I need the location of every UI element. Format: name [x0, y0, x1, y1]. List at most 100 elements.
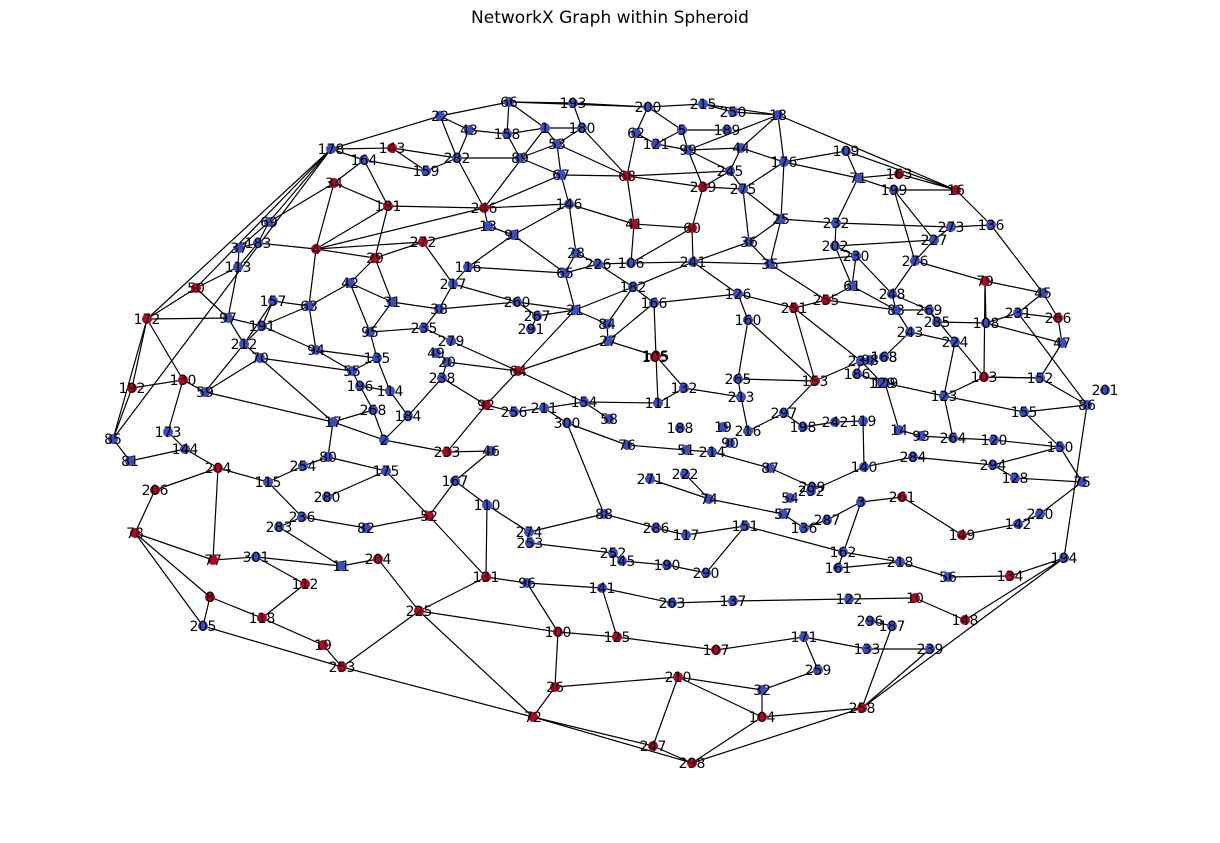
node-label: 275	[730, 182, 757, 198]
node-label: 136	[978, 218, 1005, 234]
graph-edge	[761, 707, 863, 718]
node-marker	[785, 493, 795, 503]
graph-edge	[438, 301, 518, 310]
node-marker	[736, 392, 746, 402]
graph-edge	[985, 322, 1063, 344]
graph-edge	[308, 282, 351, 307]
node-marker	[525, 538, 535, 548]
graph-node: 144	[172, 442, 199, 458]
node-marker	[1038, 288, 1048, 298]
graph-edge	[912, 456, 994, 466]
graph-edge	[671, 600, 734, 604]
graph-node: 78	[126, 526, 144, 542]
graph-edge	[848, 597, 916, 600]
node-label: 49	[427, 346, 445, 362]
graph-edge	[837, 561, 901, 569]
graph-edge	[526, 582, 559, 633]
node-label: 80	[319, 450, 337, 466]
node-label: 258	[849, 701, 876, 717]
node-marker	[326, 144, 336, 154]
node-label: 193	[560, 96, 587, 112]
graph-edge	[333, 159, 365, 184]
graph-edge	[860, 360, 883, 384]
graph-edge	[742, 188, 750, 243]
graph-node: 21	[566, 303, 584, 319]
node-label: 198	[790, 420, 817, 436]
node-marker	[379, 435, 389, 445]
node-label: 76	[618, 438, 636, 454]
node-marker	[304, 301, 314, 311]
node-label: 144	[172, 442, 199, 458]
graph-node: 217	[440, 277, 467, 293]
node-label: 245	[717, 164, 744, 180]
graph-node: 242	[822, 415, 849, 431]
graph-edge	[597, 262, 632, 265]
graph-node: 22	[431, 109, 449, 125]
graph-node: 250	[720, 105, 747, 121]
graph-edge	[677, 676, 763, 718]
graph-node: 213	[728, 390, 755, 406]
graph-node: 31	[383, 295, 401, 311]
graph-edge	[780, 161, 785, 220]
graph-edge	[626, 444, 687, 451]
graph-node: 236	[289, 510, 316, 526]
node-marker	[1019, 407, 1029, 417]
graph-node: 45	[1034, 286, 1052, 302]
graph-node: 279	[438, 334, 465, 350]
graph-node: 83	[887, 303, 905, 319]
graph-edge	[677, 676, 763, 691]
node-label: 132	[671, 381, 698, 397]
graph-edge	[374, 205, 389, 259]
graph-edge	[761, 669, 819, 691]
node-marker	[552, 139, 562, 149]
node-marker	[943, 572, 953, 582]
graph-node: 193	[560, 96, 587, 112]
graph-edge	[737, 319, 749, 380]
graph-edge	[1017, 292, 1044, 314]
node-label: 235	[411, 321, 438, 337]
graph-node: 51	[677, 443, 695, 459]
node-label: 126	[725, 287, 752, 303]
graph-edge	[267, 465, 304, 483]
graph-edge	[330, 115, 441, 150]
graph-edge	[359, 385, 391, 392]
node-label: 141	[589, 581, 616, 597]
graph-node: 212	[231, 337, 258, 353]
graph-node: 274	[516, 525, 543, 541]
graph-node: 41	[625, 217, 643, 233]
node-label: 121	[643, 137, 670, 153]
graph-node: 191	[249, 319, 276, 335]
node-marker	[897, 492, 907, 502]
node-label: 272	[410, 235, 437, 251]
graph-edge	[268, 148, 332, 223]
graph-node: 202	[822, 239, 849, 255]
node-label: 255	[813, 293, 840, 309]
graph-edge	[655, 143, 689, 151]
graph-node: 54	[781, 491, 799, 507]
node-label: 181	[375, 199, 402, 215]
node-label: 225	[406, 604, 433, 620]
graph-edge	[606, 286, 634, 325]
graph-node: 136	[791, 521, 818, 537]
graph-node: 261	[889, 490, 916, 506]
graph-node: 194	[1051, 551, 1078, 567]
node-marker	[328, 417, 338, 427]
graph-node: 201	[1092, 383, 1119, 399]
node-label: 153	[802, 374, 829, 390]
node-marker	[1035, 373, 1045, 383]
graph-edge	[532, 716, 693, 764]
node-label: 250	[720, 105, 747, 121]
graph-node: 82	[357, 521, 375, 537]
node-marker	[450, 476, 460, 486]
graph-node: 108	[973, 316, 1000, 332]
graph-edge	[554, 676, 679, 688]
node-marker	[502, 129, 512, 139]
node-marker	[675, 423, 685, 433]
graph-edge	[261, 325, 317, 351]
node-label: 287	[814, 513, 841, 529]
node-marker	[532, 311, 542, 321]
graph-edge	[597, 263, 634, 288]
graph-edge	[261, 583, 306, 619]
node-label: 26	[546, 680, 564, 696]
graph-node: 107	[703, 643, 730, 659]
